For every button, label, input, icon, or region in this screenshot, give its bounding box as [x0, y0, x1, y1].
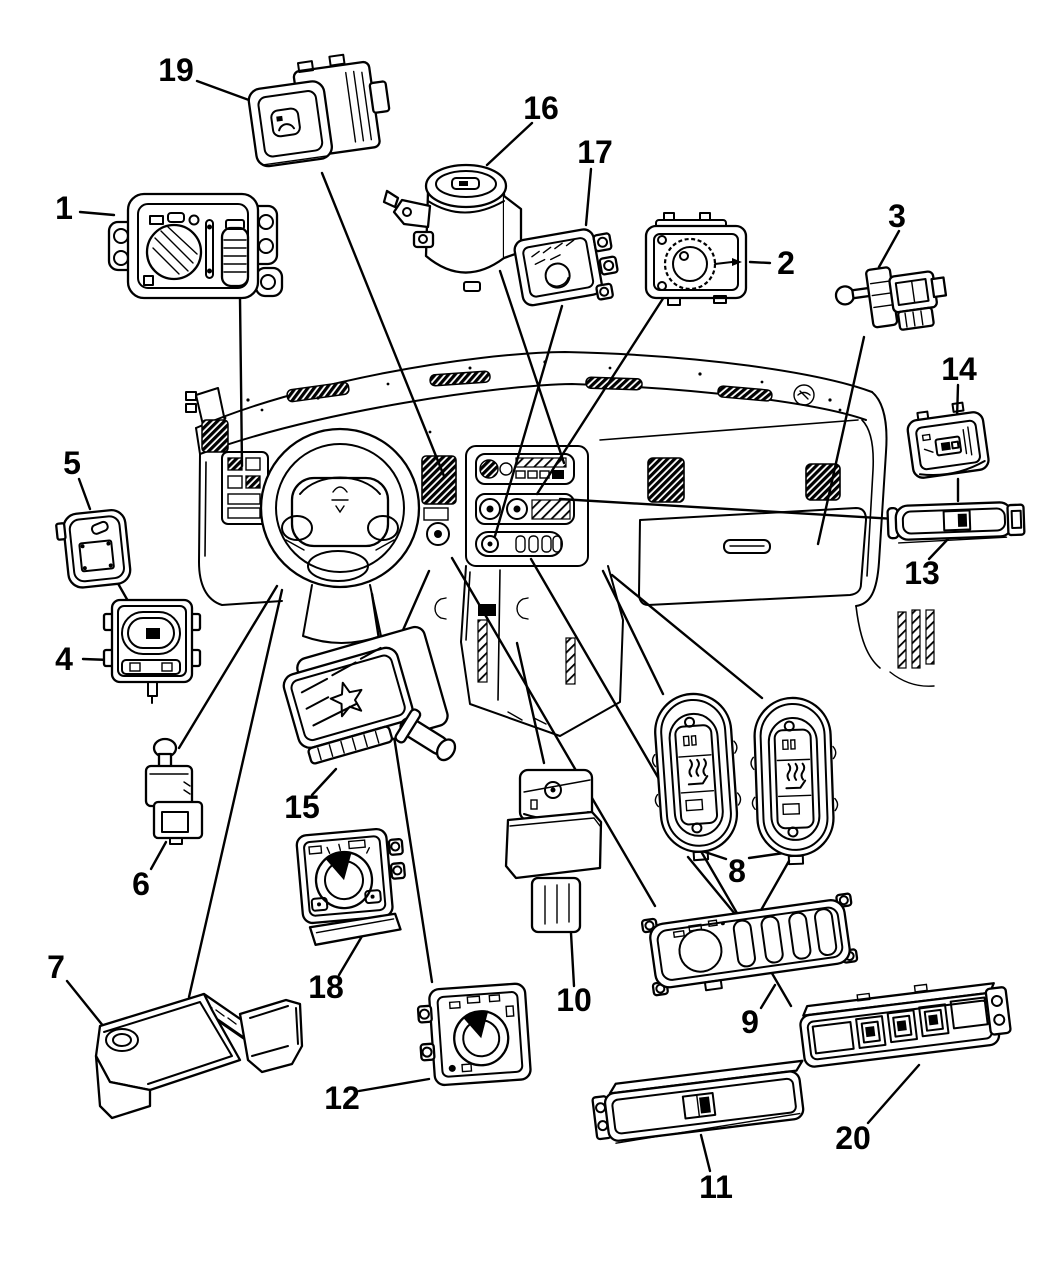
part-5-cover-plate — [55, 508, 132, 589]
part-9-four-gang-bezel — [640, 892, 859, 997]
callout-19[interactable]: 19 — [158, 52, 194, 88]
callout-10[interactable]: 10 — [556, 982, 592, 1018]
part-13-switch-bar — [886, 501, 1026, 544]
callout-2[interactable]: 2 — [777, 245, 795, 281]
part-11-switch-bar — [591, 1059, 805, 1144]
callout-labels: 1 2 3 4 5 6 7 8 9 10 11 12 13 14 15 16 1… — [47, 52, 977, 1205]
callout-4[interactable]: 4 — [55, 641, 73, 677]
callout-5[interactable]: 5 — [63, 445, 81, 481]
right-dash-face — [599, 419, 867, 606]
callout-9[interactable]: 9 — [741, 1004, 759, 1040]
callout-16[interactable]: 16 — [523, 90, 559, 126]
part-4-rocker-switch-bezel — [102, 598, 202, 704]
pad-emblem — [793, 384, 815, 406]
callout-14[interactable]: 14 — [941, 351, 977, 387]
panel-right-of-wheel — [421, 455, 457, 546]
part-16-ignition-switch-node — [382, 163, 523, 292]
part-14-small-rocker-switch — [906, 401, 990, 479]
callout-3[interactable]: 3 — [888, 198, 906, 234]
callout-7[interactable]: 7 — [47, 949, 65, 985]
callout-6[interactable]: 6 — [132, 866, 150, 902]
part-19-cube-switch — [247, 53, 391, 168]
dashboard-illustration — [185, 351, 935, 737]
lower-console — [434, 565, 624, 737]
part-1-headlamp-switch — [107, 192, 284, 300]
part-8-heated-seat-switch-right — [750, 696, 839, 866]
callout-15[interactable]: 15 — [284, 789, 320, 825]
part-8-heated-seat-switch-left — [651, 692, 742, 862]
part-2-rotary-switch — [644, 212, 748, 306]
part-12-transfer-case-switch — [416, 982, 532, 1087]
callout-11[interactable]: 11 — [699, 1169, 733, 1205]
steering-wheel — [259, 427, 421, 644]
callout-17[interactable]: 17 — [577, 134, 613, 170]
part-20-three-gang-bezel — [799, 982, 1012, 1068]
center-stack — [465, 445, 589, 567]
part-7-lower-bracket — [94, 992, 304, 1120]
part-6-stop-lamp-switch — [144, 737, 204, 845]
callout-12[interactable]: 12 — [324, 1080, 360, 1116]
part-15-pentastar-module — [282, 625, 457, 765]
callout-1[interactable]: 1 — [55, 190, 73, 226]
callout-20[interactable]: 20 — [835, 1120, 871, 1156]
part-18-headlamp-rotary-switch — [295, 827, 406, 946]
callout-18[interactable]: 18 — [308, 969, 344, 1005]
cluster-left-switch-panel — [221, 451, 269, 525]
part-17-push-switch — [513, 228, 619, 307]
right-end-cap — [855, 391, 935, 687]
part-10-push-button-module — [504, 768, 603, 934]
left-end-cap — [185, 387, 283, 606]
callout-8[interactable]: 8 — [728, 853, 746, 889]
part-3-plunger-switch — [834, 266, 948, 331]
callout-13[interactable]: 13 — [904, 555, 940, 591]
